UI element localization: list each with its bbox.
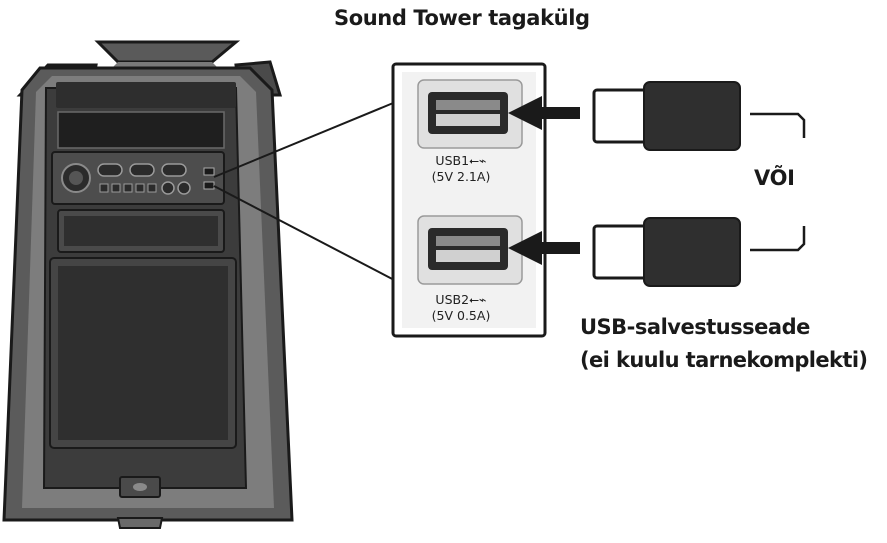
usb1-name: USB1 [435, 153, 470, 168]
speaker-tower [2, 40, 294, 529]
usb2-port-label: USB2⭠⌁ (5V 0.5A) [406, 292, 516, 324]
device-label-line2: (ei kuulu tarnekomplekti) [580, 348, 868, 372]
usb-icon: ⭠⌁ [469, 292, 487, 307]
usb-icon: ⭠⌁ [469, 153, 487, 168]
arrow-left-icon [508, 231, 580, 265]
usb-stick-icon [592, 81, 741, 151]
usb1-rating: (5V 2.1A) [431, 169, 491, 184]
or-label: VÕI [754, 166, 795, 190]
callout-lines [213, 100, 399, 283]
usb2-name: USB2 [435, 292, 470, 307]
diagram-title: Sound Tower tagakülg [334, 6, 590, 30]
usb1-port-label: USB1⭠⌁ (5V 2.1A) [406, 153, 516, 185]
device-label-line1: USB-salvestusseade [580, 315, 810, 339]
arrow-left-icon [508, 96, 580, 130]
usb2-rating: (5V 0.5A) [431, 308, 491, 323]
or-bracket [750, 112, 806, 252]
usb-stick-icon [592, 217, 741, 287]
port-panel [391, 62, 547, 338]
